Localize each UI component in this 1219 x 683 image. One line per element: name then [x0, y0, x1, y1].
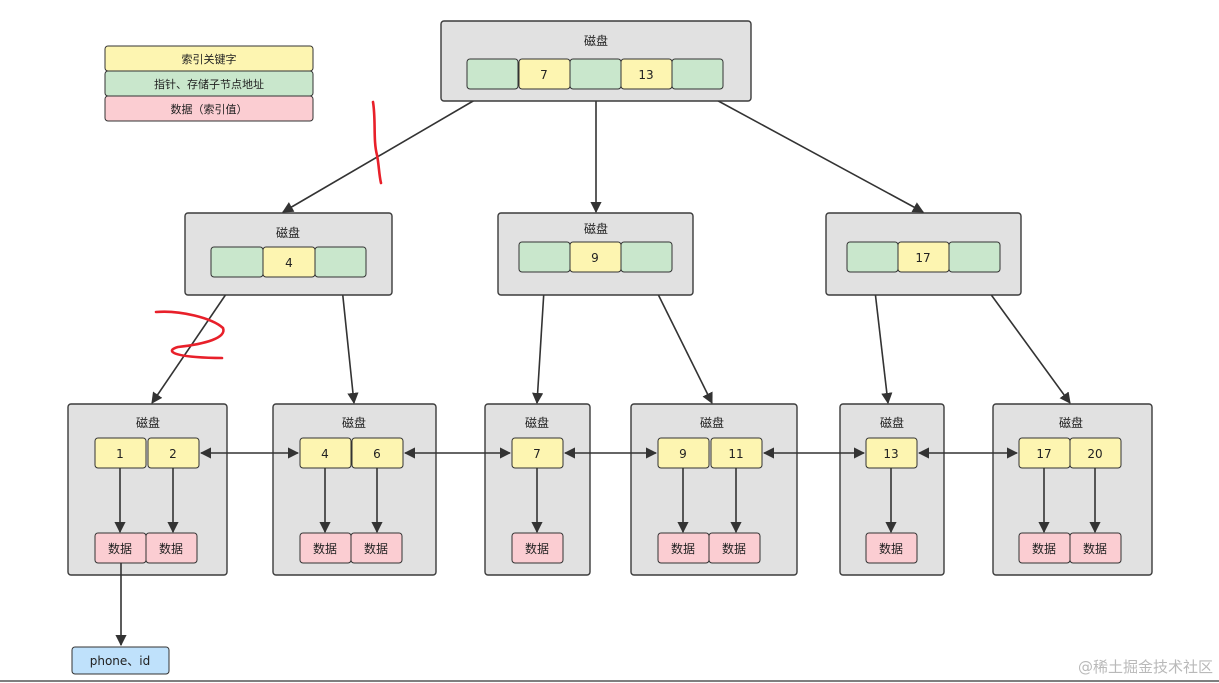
leaf-4-disk-label: 磁盘 — [700, 415, 724, 430]
internal-1-pointer-2 — [314, 246, 367, 278]
edge-root-to-internal-1 — [282, 89, 493, 213]
leaf-6-key-2-text: 20 — [1087, 447, 1102, 461]
leaf-1-data-1-text: 数据 — [108, 541, 132, 556]
red-annotation-1 — [371, 100, 383, 185]
root-disk-label: 磁盘 — [584, 33, 608, 48]
edge-internal-1-right — [340, 277, 359, 405]
internal-3-key-1-text: 17 — [915, 251, 930, 265]
leaf-2-disk-label: 磁盘 — [342, 415, 366, 430]
leaf-node-1: 磁盘 1 2 数据 数据 — [67, 403, 228, 576]
root-key-1-text: 7 — [540, 68, 548, 82]
legend-data-label: 数据（索引值） — [171, 102, 248, 116]
leaf-2-key-1-text: 4 — [321, 447, 329, 461]
leaf-3-data-1 — [511, 532, 564, 564]
leaf-6-disk-label: 磁盘 — [1059, 415, 1083, 430]
leaf-node-3: 磁盘 7 数据 — [484, 403, 591, 576]
internal-3-pointer-1 — [846, 241, 899, 273]
leaf-1-key-1-text: 1 — [116, 447, 124, 461]
legend-key-label: 索引关键字 — [182, 52, 237, 66]
leaf-6-key-1-text: 17 — [1036, 447, 1051, 461]
leaf-3-key-1-text: 7 — [533, 447, 541, 461]
watermark: @稀土掘金技术社区 — [1078, 658, 1213, 676]
internal-2-disk-label: 磁盘 — [584, 221, 608, 236]
leaf-5-disk-label: 磁盘 — [880, 415, 904, 430]
root-edges — [282, 89, 924, 214]
leaf-5-data-1 — [865, 532, 918, 564]
leaf-2-data-2-text: 数据 — [364, 541, 388, 556]
extra-node-text: phone、id — [90, 654, 151, 668]
leaf-4-key-2-text: 11 — [728, 447, 743, 461]
root-pointer-2 — [569, 58, 622, 90]
leaf-1-data-2-text: 数据 — [159, 541, 183, 556]
internal-1-disk-label: 磁盘 — [276, 225, 300, 240]
internal-1-pointer-1 — [210, 246, 264, 278]
leaf-1-key-2-text: 2 — [169, 447, 177, 461]
leaf-2-data-1-text: 数据 — [313, 541, 337, 556]
leaf-node-6: 磁盘 17 20 数据 数据 — [992, 403, 1153, 576]
root-pointer-3 — [671, 58, 724, 90]
leaf-6-data-1-text: 数据 — [1032, 541, 1056, 556]
leaf-4-data-2-text: 数据 — [722, 541, 746, 556]
leaf-6-data-2-text: 数据 — [1083, 541, 1107, 556]
leaf-6-data-2 — [1069, 532, 1122, 564]
edge-internal-1-left — [151, 277, 238, 404]
leaf-node-2: 磁盘 4 6 数据 数据 — [272, 403, 437, 576]
leaf-4-data-2 — [708, 532, 761, 564]
root-pointer-1 — [466, 58, 519, 90]
edge-root-to-internal-3 — [697, 89, 924, 213]
leaf-4-data-1-text: 数据 — [671, 541, 695, 556]
leaf-5-data-1-text: 数据 — [879, 541, 903, 556]
leaf-4-key-1-text: 9 — [679, 447, 687, 461]
internal-2-pointer-2 — [620, 241, 673, 273]
legend-pointer-label: 指针、存储子节点地址 — [154, 77, 264, 91]
leaf-1-disk-label: 磁盘 — [136, 415, 160, 430]
internal-1-key-1-text: 4 — [285, 256, 293, 270]
leaf-3-data-1-text: 数据 — [525, 541, 549, 556]
leaf-node-5: 磁盘 13 数据 — [839, 403, 945, 576]
internal-2-key-1-text: 9 — [591, 251, 599, 265]
leaf-2-key-2-text: 6 — [373, 447, 381, 461]
red-annotation-2 — [154, 310, 225, 360]
internal-node-2: 磁盘 9 — [497, 212, 694, 296]
extra-node-box — [71, 646, 170, 675]
internal-2-pointer-1 — [518, 241, 571, 273]
root-key-2-text: 13 — [638, 68, 653, 82]
root-node: 磁盘 7 13 — [440, 20, 752, 102]
legend: 索引关键字 指针、存储子节点地址 数据（索引值） — [104, 45, 314, 122]
legend-data-swatch — [104, 95, 314, 122]
leaf-5-key-1-text: 13 — [883, 447, 898, 461]
leaf-node-4: 磁盘 9 11 数据 数据 — [630, 403, 798, 576]
leaf-2-data-2 — [350, 532, 403, 564]
internal-node-3: 17 — [825, 212, 1022, 296]
internal-3-pointer-2 — [948, 241, 1001, 273]
leaf-3-disk-label: 磁盘 — [525, 415, 549, 430]
leaf-1-data-2 — [145, 532, 198, 564]
internal-node-1: 磁盘 4 — [184, 212, 393, 296]
